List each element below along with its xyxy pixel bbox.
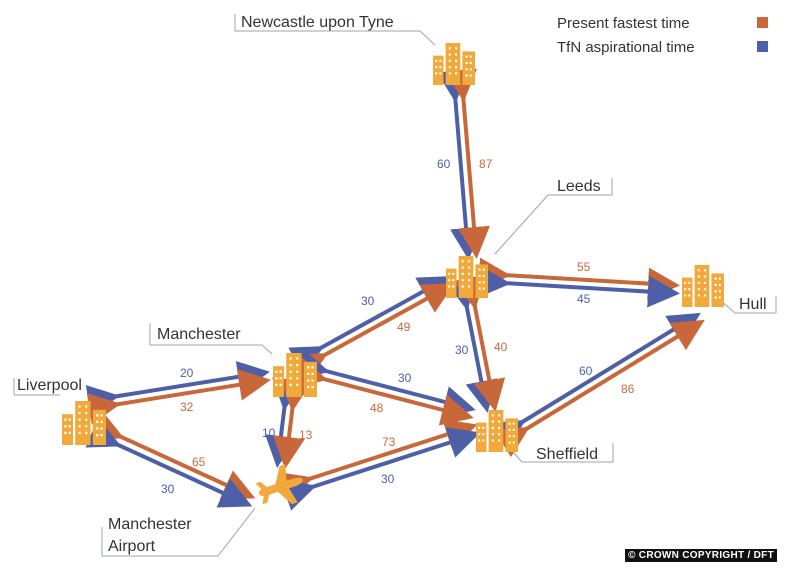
- legend: Present fastest time TfN aspirational ti…: [557, 15, 768, 56]
- link-manchester-sheffield-aspirational-arrow: [294, 348, 476, 418]
- leader-airport: [101, 507, 256, 557]
- link-sheffield-hull: 60 86: [490, 312, 705, 458]
- airport-label-line-1: Manchester: [108, 516, 192, 533]
- liverpool-city-icon: [62, 401, 106, 445]
- link-manchester-leeds-aspirational-arrow: [288, 276, 452, 376]
- link-newcastle-leeds-present-arrow: [445, 68, 490, 259]
- leader-hull: [717, 296, 777, 314]
- link-manchester-sheffield-present-time: 48: [370, 401, 384, 415]
- leader-manchester: [149, 323, 273, 355]
- link-manchester-sheffield-aspirational-time: 30: [398, 371, 412, 385]
- link-leeds-hull: 55 45: [478, 257, 680, 308]
- liverpool-label: Liverpool: [17, 377, 82, 394]
- link-manchester-airport-present-time: 13: [299, 428, 313, 442]
- link-manchester-airport-present-arrow: [273, 378, 312, 469]
- link-manchester-leeds-present-time: 49: [397, 320, 411, 334]
- link-newcastle-leeds: 60 87: [437, 68, 493, 260]
- link-manchester-sheffield: 30 48: [292, 348, 476, 426]
- link-liverpool-airport-aspirational-time: 30: [161, 482, 175, 496]
- link-manchester-airport: 10 13: [262, 377, 313, 469]
- link-leeds-hull-aspirational-arrow: [478, 265, 680, 308]
- link-sheffield-hull-present-time: 86: [621, 382, 635, 396]
- sheffield-label: Sheffield: [536, 446, 598, 463]
- link-leeds-sheffield: 30 40: [445, 275, 508, 413]
- leader-leeds: [494, 178, 613, 255]
- links-layer: 60 87 55 45 30 49 30 40 60 86: [85, 68, 705, 511]
- link-newcastle-leeds-present-time: 87: [479, 157, 493, 171]
- link-sheffield-hull-aspirational-time: 60: [579, 364, 593, 378]
- leader-liverpool: [13, 378, 60, 396]
- link-manchester-airport-aspirational-time: 10: [262, 426, 276, 440]
- link-leeds-sheffield-present-time: 40: [494, 340, 508, 354]
- link-liverpool-airport-aspirational-arrow: [85, 418, 253, 508]
- manchester-city-icon: [273, 353, 317, 397]
- link-liverpool-manchester: 20 32: [85, 360, 271, 425]
- link-manchester-leeds-present-arrow: [292, 283, 456, 383]
- link-airport-sheffield-aspirational-time: 30: [381, 472, 395, 486]
- link-sheffield-hull-present-arrow: [494, 319, 705, 458]
- leader-sheffield: [511, 443, 614, 463]
- link-liverpool-airport: 65 30: [85, 410, 256, 508]
- legend-aspirational-label: TfN aspirational time: [557, 39, 695, 56]
- link-liverpool-manchester-present-arrow: [86, 368, 271, 425]
- legend-present-label: Present fastest time: [557, 15, 690, 32]
- link-sheffield-hull-aspirational-arrow: [490, 312, 701, 451]
- link-airport-sheffield: 73 30: [278, 419, 481, 511]
- link-newcastle-leeds-aspirational-time: 60: [437, 157, 451, 171]
- label-leaders: [13, 14, 777, 557]
- newcastle-label: Newcastle upon Tyne: [241, 14, 394, 31]
- link-airport-sheffield-aspirational-arrow: [281, 427, 481, 511]
- link-manchester-leeds-aspirational-time: 30: [361, 294, 375, 308]
- link-leeds-hull-present-time: 55: [577, 260, 591, 274]
- link-liverpool-manchester-present-time: 32: [180, 400, 194, 414]
- sheffield-city-icon: [476, 410, 518, 452]
- manchester-label: Manchester: [157, 326, 241, 343]
- link-manchester-leeds: 30 49: [288, 276, 456, 383]
- link-leeds-sheffield-aspirational-time: 30: [455, 343, 469, 357]
- legend-present-swatch: [757, 17, 768, 28]
- link-airport-sheffield-present-time: 73: [382, 435, 396, 449]
- copyright-text: © CROWN COPYRIGHT / DFT: [625, 549, 777, 562]
- leader-newcastle: [234, 14, 436, 46]
- copyright-notice: © CROWN COPYRIGHT / DFT: [625, 549, 777, 562]
- link-liverpool-airport-present-arrow: [88, 410, 256, 500]
- link-leeds-hull-aspirational-time: 45: [577, 292, 591, 306]
- airport-label-line-2: Airport: [108, 538, 156, 555]
- link-liverpool-airport-present-time: 65: [192, 455, 206, 469]
- airport-airplane-icon: [255, 464, 303, 505]
- link-liverpool-manchester-aspirational-time: 20: [180, 366, 194, 380]
- legend-aspirational-swatch: [757, 41, 768, 52]
- hull-label: Hull: [739, 296, 767, 313]
- link-manchester-sheffield-present-arrow: [292, 356, 474, 426]
- leeds-label: Leeds: [557, 178, 601, 195]
- newcastle-city-icon: [433, 43, 475, 85]
- leeds-city-icon: [446, 256, 488, 298]
- link-manchester-airport-aspirational-arrow: [265, 377, 304, 468]
- hull-city-icon: [682, 265, 724, 307]
